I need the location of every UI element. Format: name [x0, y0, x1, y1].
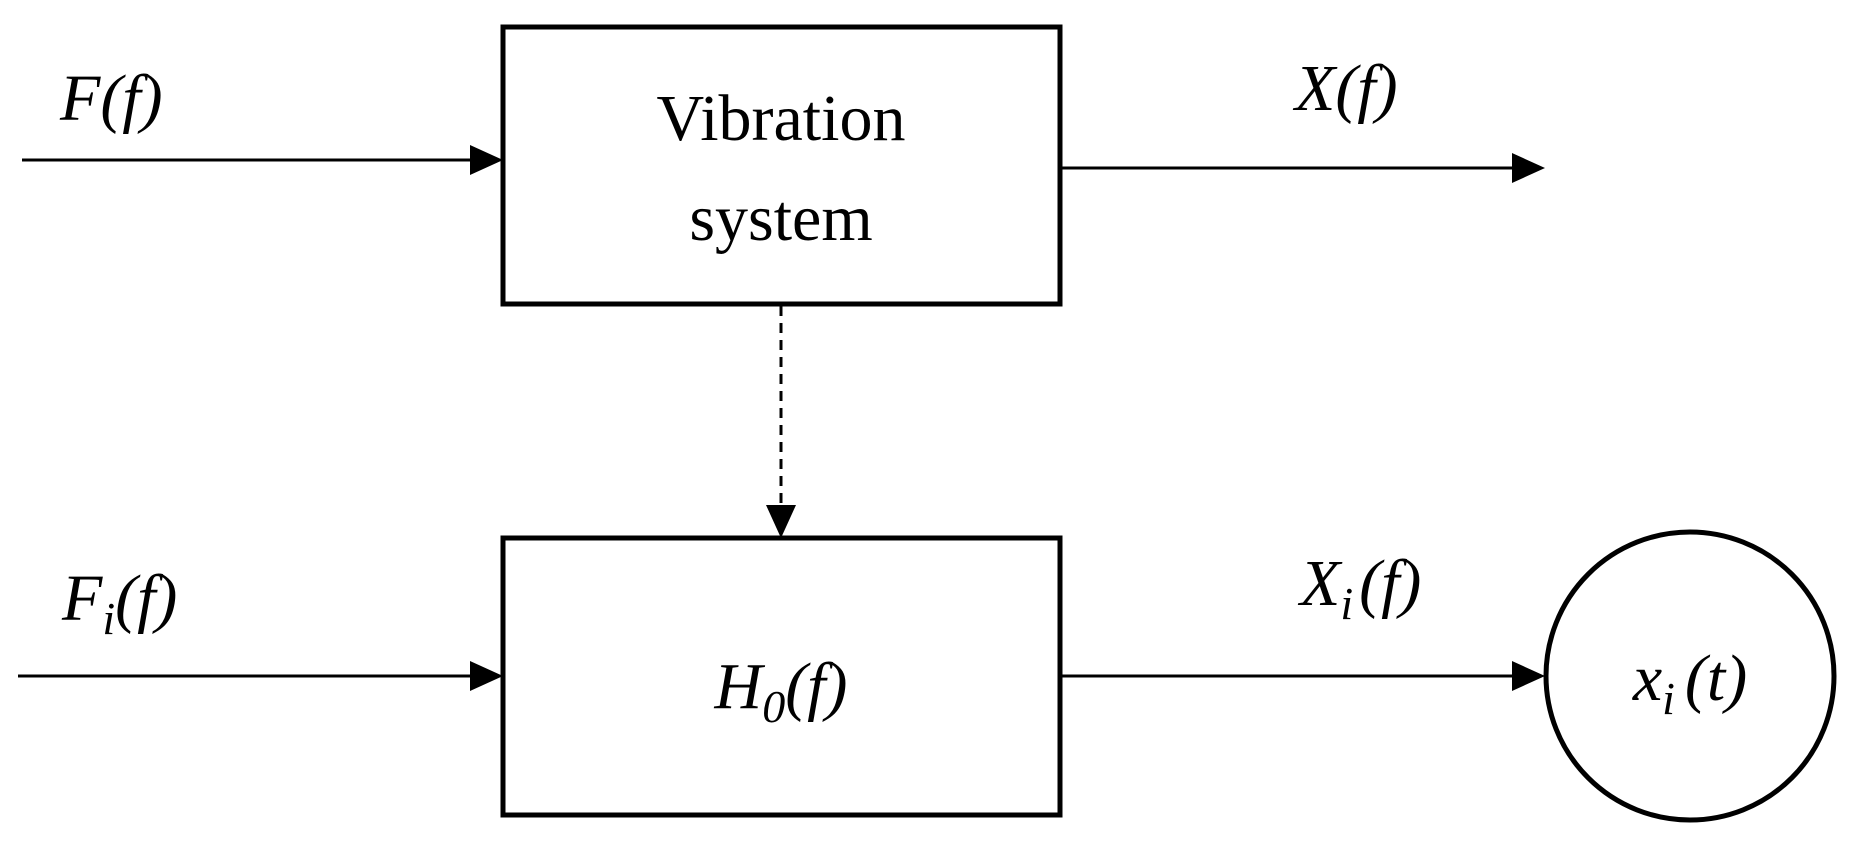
h0-label: H0(f)	[714, 650, 848, 732]
signal-xi-label: Xi(f)	[1297, 547, 1421, 629]
input-arrow-f-head	[470, 145, 503, 175]
signal-f-label: F(f)	[59, 62, 163, 135]
signal-fi-main: F	[61, 562, 103, 635]
output-arrow-x-head	[1512, 153, 1545, 183]
signal-fi-label: Fi(f)	[61, 562, 177, 644]
h0-label-sub: 0	[762, 681, 785, 732]
h0-label-main: H	[714, 650, 766, 723]
signal-xi-sub: i	[1340, 578, 1353, 629]
input-arrow-fi-head	[470, 661, 503, 691]
dashed-connector-head	[766, 505, 796, 538]
signal-fi-arg: (f)	[115, 562, 177, 635]
signal-x-label: X(f)	[1292, 52, 1398, 125]
h0-block	[500, 535, 1063, 818]
vibration-system-label-line1: Vibration	[657, 82, 906, 155]
signal-xi-arg: (f)	[1359, 547, 1421, 620]
output-sub: i	[1662, 673, 1675, 724]
output-arrow-xi-head	[1512, 661, 1545, 691]
h0-label-arg: (f)	[785, 650, 847, 723]
signal-x-main: X	[1292, 52, 1338, 125]
output-arg: (t)	[1685, 642, 1747, 715]
signal-f-main: F	[59, 62, 101, 135]
vibration-system-label-line2: system	[689, 182, 872, 255]
signal-xi-main: X	[1297, 547, 1343, 620]
vibration-system-block	[500, 24, 1063, 307]
output-circle	[1543, 529, 1837, 823]
signal-fi-sub: i	[102, 593, 115, 644]
output-main: x	[1632, 642, 1662, 715]
output-circle-label: xi(t)	[1632, 642, 1747, 724]
signal-f-arg: (f)	[100, 62, 162, 135]
signal-x-arg: (f)	[1335, 52, 1397, 125]
